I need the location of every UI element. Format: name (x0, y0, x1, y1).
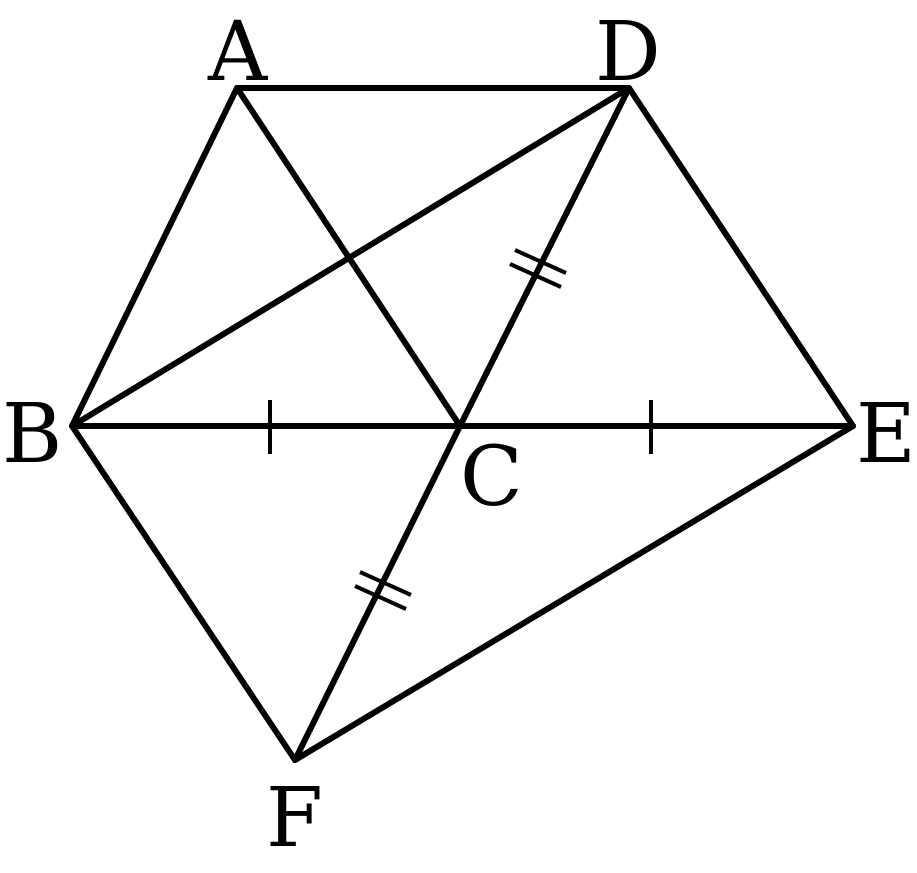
segment-fe (292, 423, 856, 763)
double-tick-mark-dc-1 (514, 248, 567, 275)
label-f: F (266, 771, 323, 866)
label-d: D (595, 5, 661, 100)
segment-ab (69, 85, 240, 429)
double-tick-mark-dc-2 (509, 262, 562, 289)
double-tick-mark-cf-1 (359, 570, 412, 597)
segment-bf (69, 423, 298, 763)
segment-de (626, 85, 856, 429)
segment-bd (69, 85, 632, 429)
segment-dc (457, 85, 632, 429)
double-tick-mark-cf-2 (354, 584, 407, 611)
label-e: E (856, 387, 916, 482)
label-b: B (2, 387, 62, 482)
label-a: A (207, 5, 269, 100)
segment-cf (292, 423, 463, 763)
label-c: C (460, 430, 523, 525)
